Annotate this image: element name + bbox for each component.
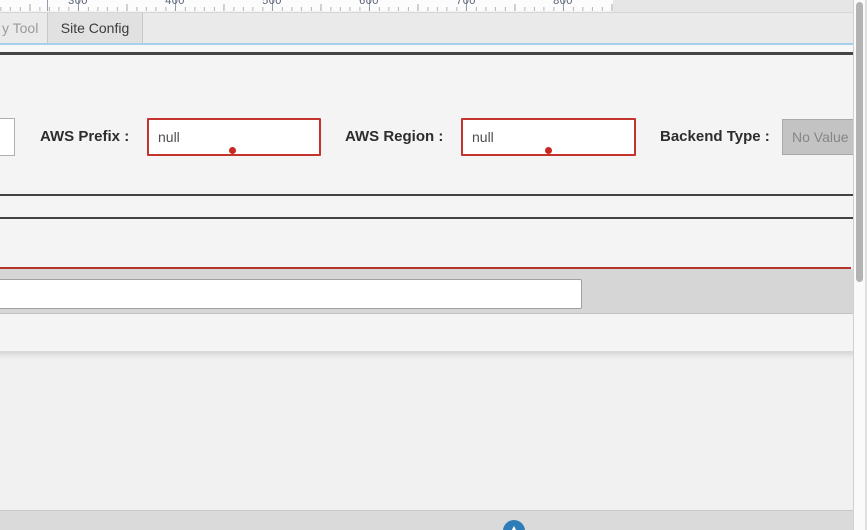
tab-label: y Tool — [2, 20, 39, 36]
aws-prefix-label: AWS Prefix : — [40, 128, 130, 145]
tab-underline — [0, 43, 853, 45]
vertical-scrollbar[interactable] — [853, 0, 867, 530]
aws-region-label: AWS Region : — [345, 128, 444, 145]
red-divider-line — [0, 267, 851, 269]
ruler-label: 800 — [553, 0, 573, 7]
scrollbar-thumb[interactable] — [856, 2, 863, 282]
ruler-label: 300 — [68, 0, 88, 7]
main-content: AWS Prefix : AWS Region : Backend Type :… — [0, 55, 855, 530]
aws-prefix-input[interactable] — [147, 118, 321, 156]
backend-type-value-button[interactable]: No Value — [782, 119, 855, 155]
section-divider-top — [0, 52, 853, 55]
divider-line — [0, 217, 853, 219]
input-toolbar — [0, 269, 853, 314]
header-gap — [0, 45, 853, 52]
tab-site-config[interactable]: Site Config — [47, 13, 143, 43]
ruler-label: 600 — [359, 0, 379, 7]
aws-region-input[interactable] — [461, 118, 636, 156]
wide-text-input[interactable] — [0, 279, 582, 309]
lower-panel — [0, 351, 853, 510]
ruler-major-ticks — [0, 0, 613, 11]
ruler-label: 500 — [262, 0, 282, 7]
footer-bar — [0, 510, 853, 530]
cropped-input[interactable] — [0, 118, 15, 156]
backend-type-label: Backend Type : — [660, 128, 770, 145]
tab-label: Site Config — [60, 20, 130, 36]
tab-tool[interactable]: y Tool — [0, 13, 47, 43]
ruler-label: 700 — [456, 0, 476, 7]
ruler-label: 400 — [165, 0, 185, 7]
divider-line — [0, 194, 853, 196]
top-filler — [613, 0, 853, 12]
horizontal-ruler: 300 400 500 600 700 800 — [0, 0, 613, 11]
scroll-top-button[interactable]: ▲ — [503, 520, 525, 530]
tab-bar: y Tool Site Config — [0, 12, 853, 43]
arrow-up-icon: ▲ — [510, 524, 518, 530]
